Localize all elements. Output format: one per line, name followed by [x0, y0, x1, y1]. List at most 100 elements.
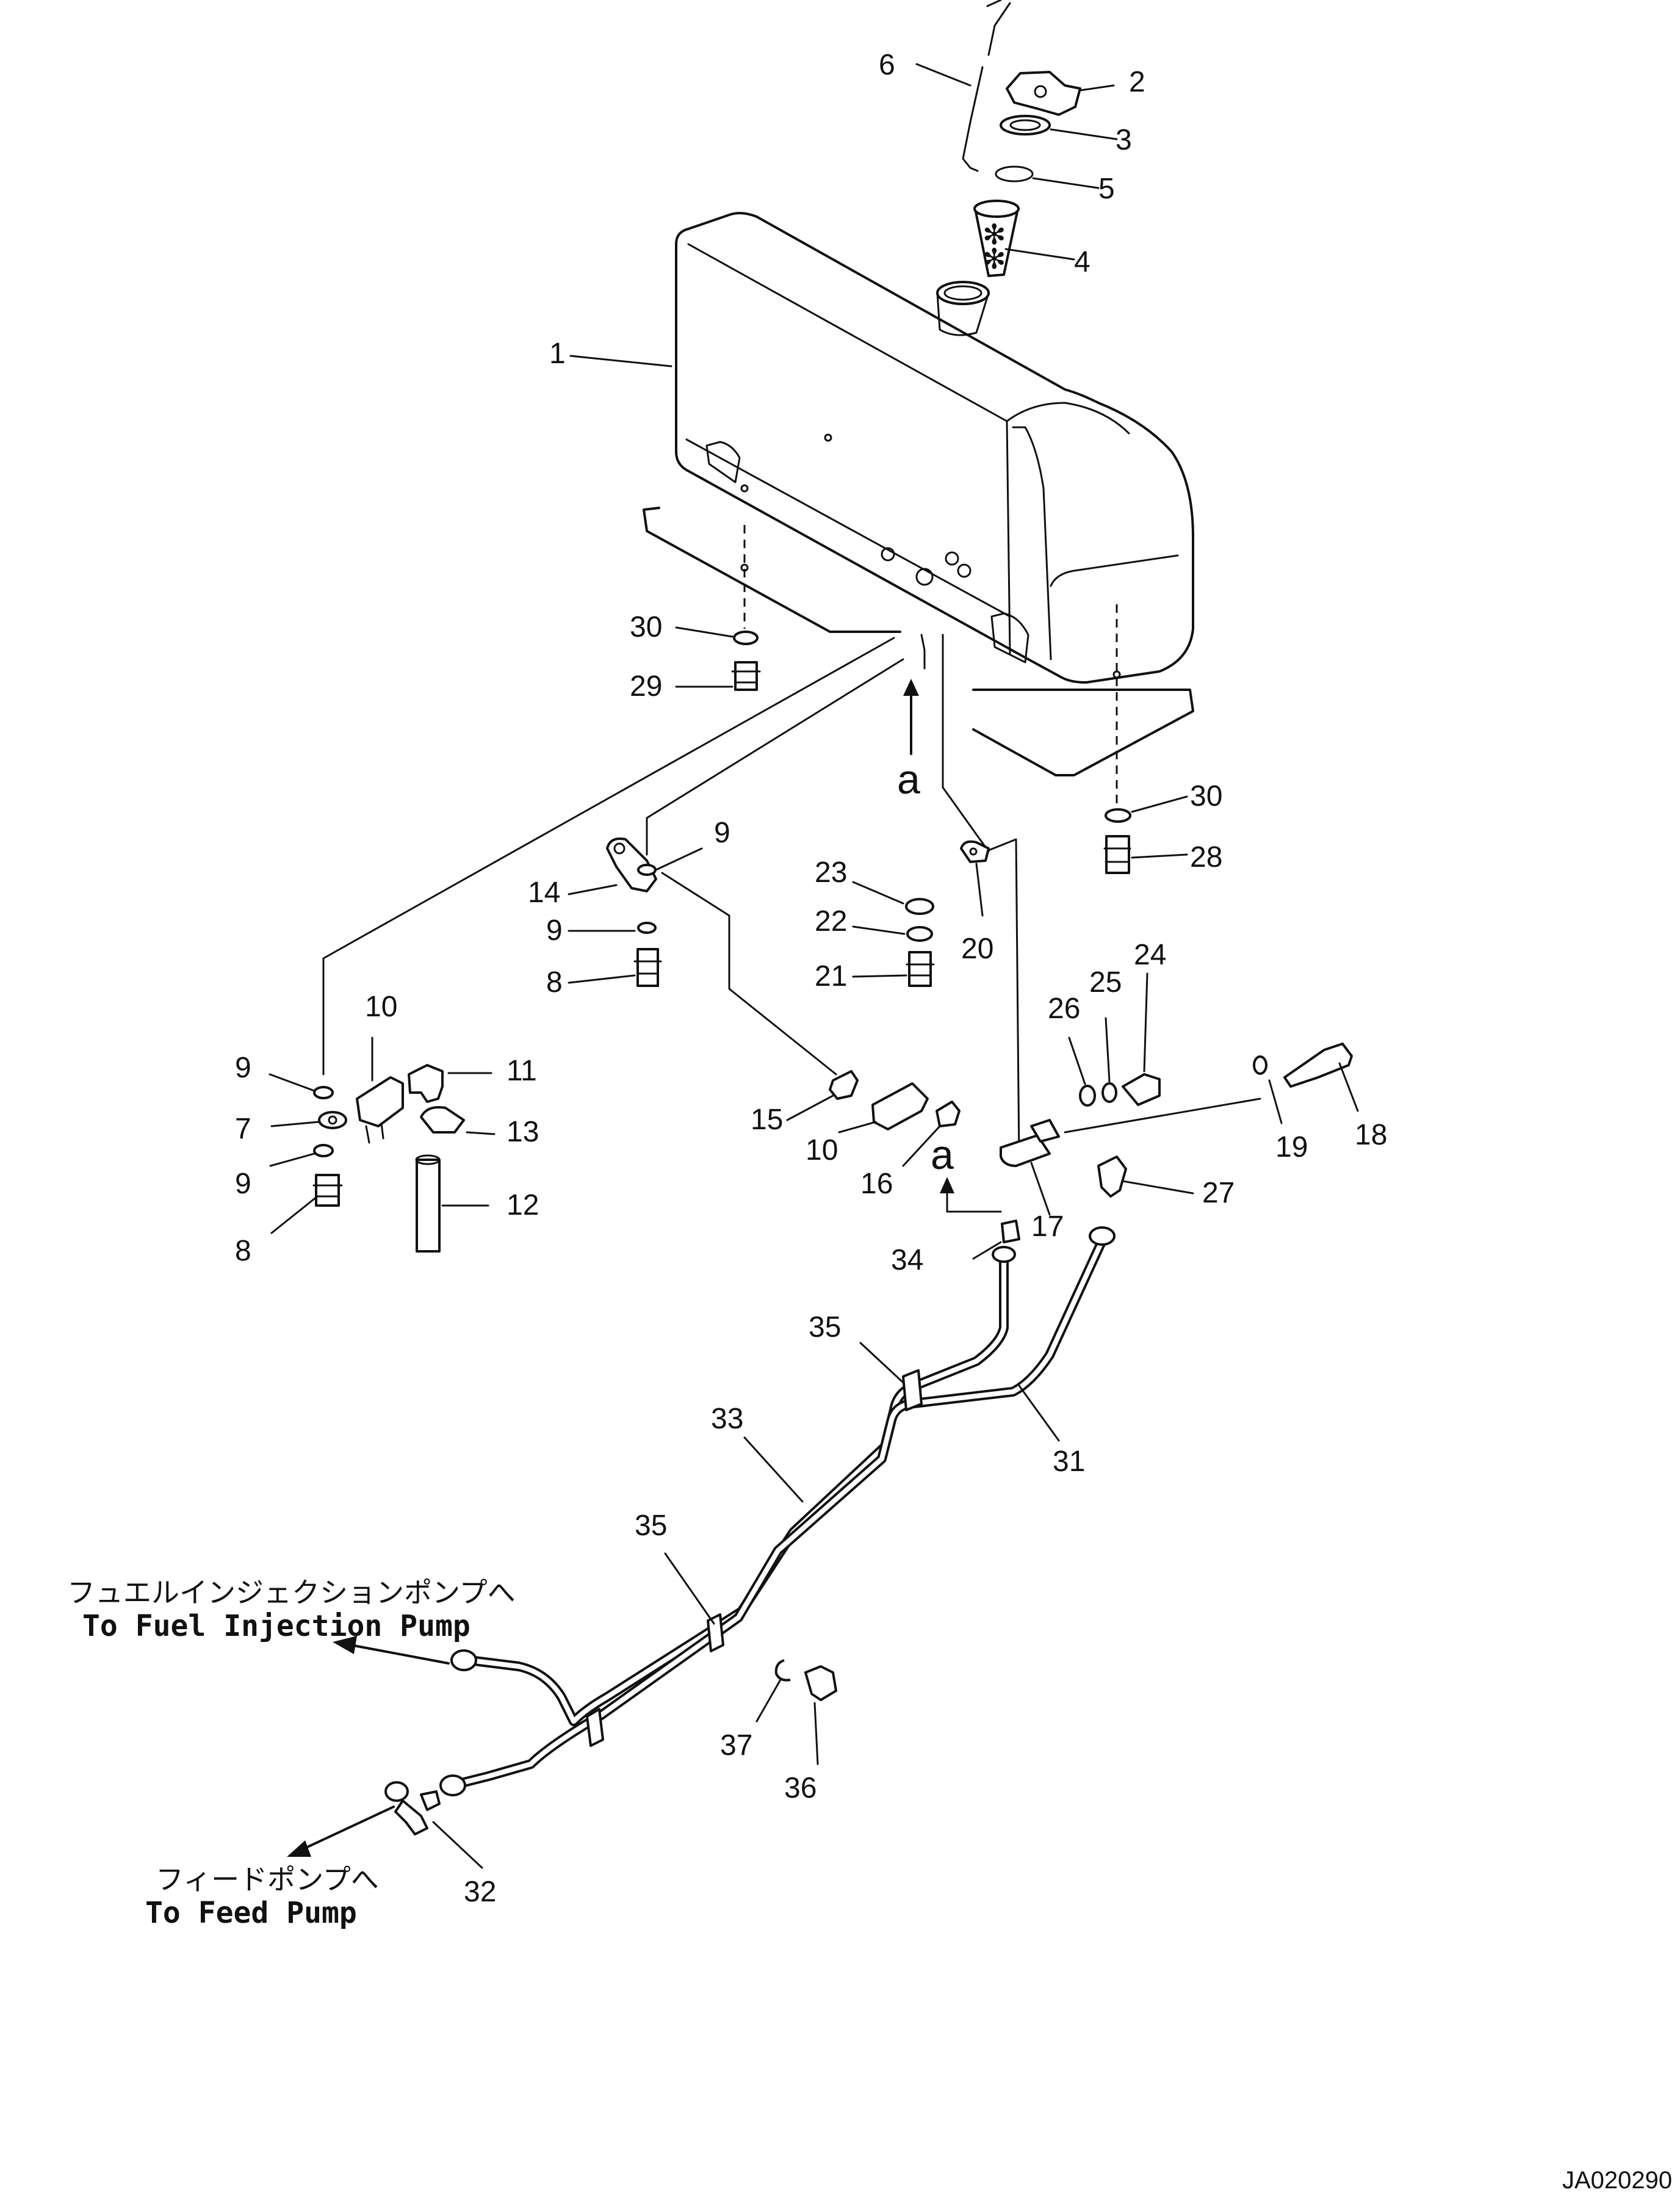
leader-24 — [1143, 972, 1148, 1072]
leader-2 — [1079, 84, 1115, 92]
leader-30-right — [1131, 795, 1188, 813]
valve-10-left-legs — [365, 1122, 384, 1144]
feed-pump-fitting — [384, 1781, 441, 1835]
leader-28 — [1131, 853, 1188, 859]
arrow-injection-pump-head — [333, 1636, 357, 1654]
leader-35-lower — [664, 1552, 715, 1625]
arrow-a-lower-head — [940, 1177, 954, 1193]
right-fitting-group — [1079, 1043, 1353, 1107]
clip-35-lower — [707, 1613, 724, 1652]
filler-cap-knob — [1034, 85, 1047, 98]
oring-5 — [995, 165, 1034, 183]
banjo-14-hole — [613, 842, 625, 855]
washer-26 — [1079, 1085, 1096, 1107]
valve-10-center — [871, 1082, 929, 1130]
route-line-a — [920, 634, 926, 670]
bolt-8-center — [636, 948, 659, 987]
washer-30-left — [733, 631, 759, 645]
leader-34 — [972, 1241, 1002, 1260]
filler-neck-inner — [943, 285, 982, 301]
leader-25 — [1105, 1017, 1111, 1083]
dipstick-rod — [962, 0, 1011, 172]
leader-lines — [269, 63, 1359, 1869]
callout-2: 2 — [1129, 66, 1145, 98]
leader-26 — [1068, 1036, 1086, 1085]
callout-3: 3 — [1116, 124, 1132, 156]
callout-1: 1 — [549, 338, 566, 370]
tank-end-cap-upper — [1006, 402, 1130, 435]
arrow-feed-pump-shaft — [301, 1806, 395, 1851]
left-fitting-group — [312, 1064, 465, 1253]
strainer-mesh-mark: ✻ — [982, 242, 1006, 275]
clip-bolt-group — [774, 1659, 837, 1701]
callout-5: 5 — [1098, 173, 1115, 205]
route-line-19 — [1064, 1098, 1261, 1134]
callout-20: 20 — [961, 933, 993, 965]
bolt-8-left-thread — [312, 1184, 343, 1198]
bolt-29-thread — [731, 670, 761, 684]
fuel-routing-lines — [322, 634, 1261, 1213]
fuel-pipes — [439, 1226, 1116, 1796]
tank-bottom-seam — [685, 438, 1011, 618]
callout-16: 16 — [860, 1168, 893, 1200]
bolt-28-thread — [1103, 847, 1131, 863]
callout-11: 11 — [507, 1055, 537, 1087]
callout-22: 22 — [815, 905, 847, 938]
clamp-13 — [420, 1106, 465, 1134]
bracket-20 — [960, 840, 990, 863]
center-valve-group — [829, 1070, 1127, 1243]
banjo-32-bolt — [420, 1790, 441, 1811]
leader-33 — [743, 1436, 804, 1503]
tee-17 — [1000, 1134, 1051, 1167]
callout-10-left: 10 — [365, 991, 397, 1023]
callout-15: 15 — [751, 1104, 783, 1136]
callout-29: 29 — [630, 670, 662, 703]
valve-10-left — [356, 1076, 404, 1127]
filler-strainer-rim — [973, 200, 1020, 218]
elbow-27 — [1097, 1155, 1127, 1198]
cap-gasket-inner — [1009, 119, 1041, 131]
leader-18 — [1338, 1062, 1359, 1112]
note-injection-pump-jp: フュエルインジェクションポンプへ — [67, 1576, 516, 1609]
callout-23: 23 — [815, 856, 847, 889]
tank-mount-bolts — [731, 525, 1131, 874]
arrow-injection-pump-shaft — [350, 1644, 450, 1665]
clip-35-end — [586, 1708, 604, 1747]
bolt-28 — [1105, 835, 1130, 874]
oring-9-a — [313, 1086, 334, 1099]
tank-end-bevel — [1050, 554, 1179, 587]
leader-30-left — [675, 626, 734, 638]
fitting-group-14 — [606, 837, 662, 987]
destination-notes: フュエルインジェクションポンプへ To Fuel Injection Pump … — [67, 1576, 516, 1930]
washer-30-right — [1105, 808, 1131, 823]
pipe-31-end-nut — [439, 1774, 466, 1796]
callout-13: 13 — [507, 1116, 539, 1148]
pipe-33-inner — [467, 1258, 1006, 1724]
bracket-20-hole — [969, 847, 978, 856]
callout-32: 32 — [464, 1876, 496, 1908]
tank-mount-plate-left — [643, 507, 901, 633]
oring-9-c — [637, 864, 657, 876]
tank-lug-left — [705, 441, 741, 483]
callout-26: 26 — [1048, 993, 1080, 1025]
callout-9-top: 9 — [714, 817, 730, 849]
leader-8-center — [568, 974, 636, 984]
callout-8-center: 8 — [546, 966, 563, 999]
bolt-21-thread — [906, 963, 935, 977]
tank-port-1 — [881, 547, 895, 562]
callout-9-left-bot: 9 — [235, 1168, 251, 1200]
pipe-33-nut — [992, 1246, 1016, 1263]
tank-port-3 — [945, 551, 959, 566]
route-line-left — [322, 637, 895, 1076]
callout-6: 6 — [879, 49, 895, 81]
oring-9-b — [313, 1144, 334, 1157]
callout-18: 18 — [1355, 1119, 1387, 1151]
spring-washer-22 — [906, 926, 933, 942]
destination-arrows — [287, 1636, 450, 1857]
callout-4: 4 — [1074, 246, 1091, 278]
leader-27 — [1122, 1180, 1194, 1195]
bracket-group-20 — [905, 840, 990, 987]
drawing-code: JA020290 — [1562, 2167, 1672, 2194]
callout-33: 33 — [711, 1403, 743, 1435]
bolt-8-center-thread — [633, 960, 662, 975]
